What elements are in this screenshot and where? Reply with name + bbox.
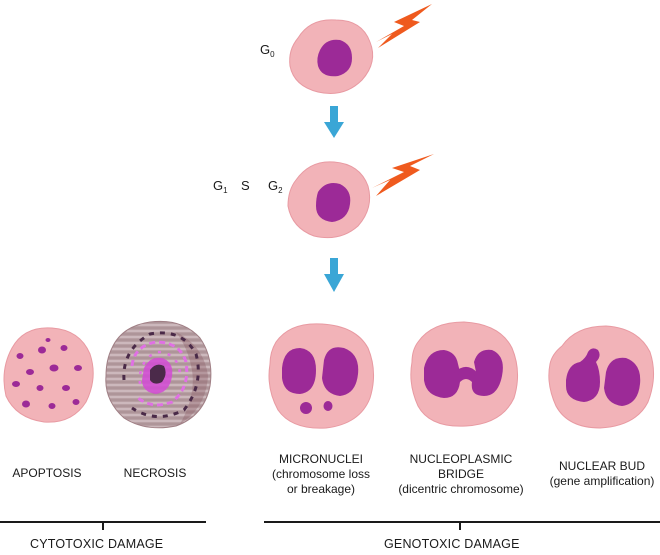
micronucleus (300, 402, 312, 414)
micronucleus (323, 401, 333, 411)
apoptotic-cell (3, 327, 94, 423)
arrow-down-icon (324, 106, 344, 138)
main-nucleus-right (322, 347, 359, 396)
micronuclei-label: MICRONUCLEI (chromosome loss or breakage… (256, 452, 386, 497)
arrow-down-icon (324, 258, 344, 292)
cytoplasm (3, 327, 94, 423)
lightning-icon (372, 154, 434, 196)
genotoxic-bracket (264, 521, 660, 530)
cytotoxic-bracket (0, 521, 206, 530)
genotoxic-damage-label: GENOTOXIC DAMAGE (384, 537, 520, 551)
apoptosis-label: APOPTOSIS (12, 466, 82, 480)
nucleus (316, 183, 351, 222)
necrotic-shadow (176, 332, 208, 424)
micronuclei-title: MICRONUCLEI (278, 452, 363, 466)
main-nucleus (604, 357, 641, 406)
nucleus (317, 39, 352, 77)
bridge-title-2: BRIDGE (437, 467, 484, 481)
phase-s-label: S (241, 178, 250, 193)
nucleoplasmic-bridge-cell (410, 321, 518, 427)
phase-g2-label: G2 (268, 178, 283, 195)
phase-g1-label: G1 (213, 178, 228, 195)
bridge (454, 367, 478, 376)
budding-nucleus (566, 348, 600, 402)
micronuclei-cell (268, 323, 374, 429)
lightning-icon (376, 4, 432, 48)
nuclear-bud-cell (548, 325, 654, 429)
apoptotic-bodies (12, 338, 82, 409)
necrosis-label: NECROSIS (123, 466, 187, 480)
micronuclei-desc-1: (chromosome loss (271, 467, 371, 481)
fragmented-nucleus (122, 331, 200, 418)
dividing-cell (287, 161, 371, 239)
nuclear-bud-label: NUCLEAR BUD (gene amplification) (544, 459, 660, 489)
bridge-title-1: NUCLEOPLASMIC (409, 452, 513, 466)
quiescent-cell (289, 19, 374, 94)
necrotic-cell (105, 320, 212, 429)
nuclear-bud-desc: (gene amplification) (549, 474, 655, 488)
cytotoxic-damage-label: CYTOTOXIC DAMAGE (30, 537, 164, 551)
bridged-nucleus-left (424, 349, 503, 398)
bridge-label: NUCLEOPLASMIC BRIDGE (dicentric chromoso… (386, 452, 536, 497)
main-nucleus-left (282, 348, 316, 394)
phase-g0-label: G0 (260, 42, 275, 59)
nuclear-bud-title: NUCLEAR BUD (558, 459, 645, 473)
bridge-desc: (dicentric chromosome) (398, 482, 524, 496)
micronuclei-desc-2: or breakage) (286, 482, 356, 496)
